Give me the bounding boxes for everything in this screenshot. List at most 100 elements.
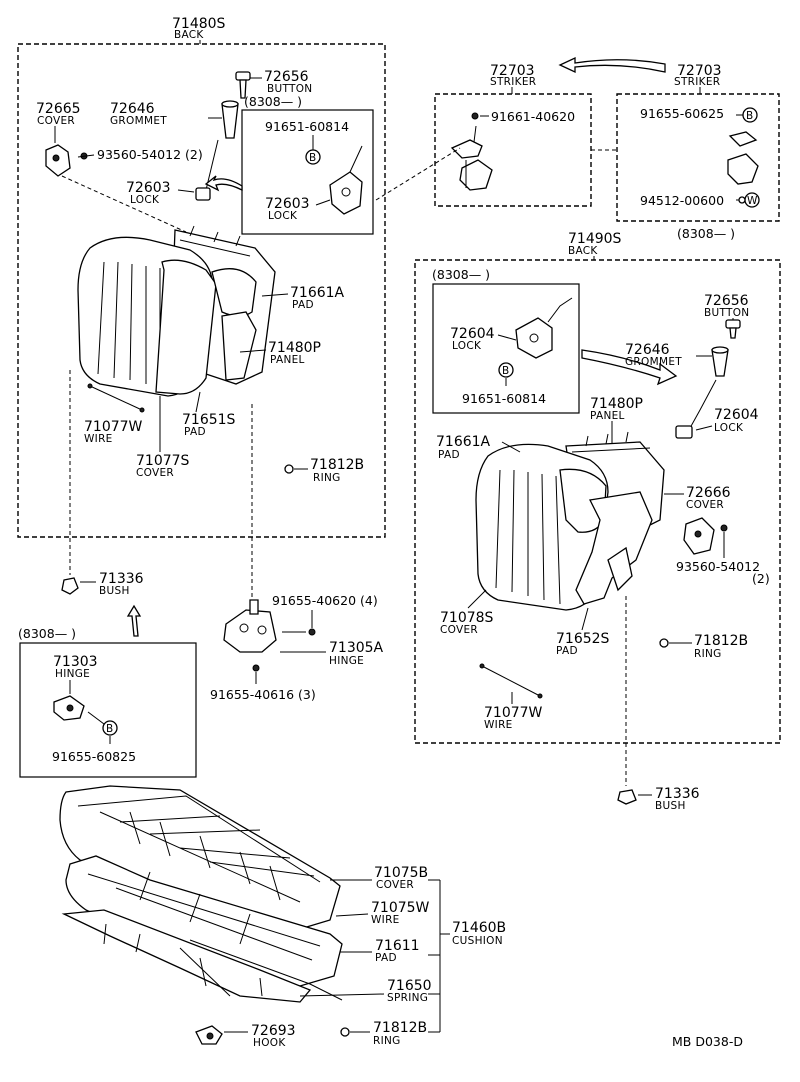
panel-left-name: PANEL	[270, 354, 305, 366]
pad-71661a-right-name: PAD	[438, 449, 460, 461]
screw-93560-left-label: 93560-54012 (2)	[97, 147, 203, 162]
back-right-name: BACK	[568, 245, 598, 257]
w-circle-label: W	[747, 195, 758, 207]
striker-box-right	[616, 93, 780, 222]
b-circle-right-lock-icon	[498, 362, 514, 378]
screw-93560-right-label: 93560-54012	[676, 559, 760, 574]
hinge-71305a-name: HINGE	[329, 655, 364, 667]
cover-72665-number: 72665	[36, 101, 81, 117]
b-circle-label: B	[746, 110, 754, 122]
hinge-serial-label: (8308— )	[18, 626, 76, 641]
cover-71075b-number: 71075B	[374, 865, 428, 881]
panel-right-number: 71480P	[590, 396, 643, 412]
lock-arrow-right	[581, 349, 678, 386]
striker1-name: STRIKER	[490, 76, 536, 88]
grommet-left-name: GROMMET	[110, 115, 167, 127]
bush-right-number: 71336	[655, 786, 700, 802]
b-circle-right-lock-label: B	[502, 365, 510, 377]
wire-71077w-left-name: WIRE	[84, 433, 113, 445]
b-circle-left-lock-label: B	[309, 152, 317, 164]
spring-71650-number: 71650	[387, 978, 432, 994]
grommet-right-name: GROMMET	[625, 356, 682, 368]
striker-right-part	[727, 131, 759, 204]
right-seatback	[475, 431, 665, 611]
bolt-91655-40616-label: 91655-40616 (3)	[210, 687, 316, 702]
hinge-71303-part	[53, 695, 85, 721]
button-left-part	[235, 71, 251, 99]
button-right-number: 72656	[704, 293, 749, 309]
grommet-left-part	[221, 100, 239, 139]
striker-arrow	[558, 56, 666, 74]
cover-71075b-name: COVER	[376, 879, 414, 891]
cover-72666-number: 72666	[686, 485, 731, 501]
bush-right-name: BUSH	[655, 800, 686, 812]
spring-71650-name: SPRING	[387, 992, 428, 1004]
striker2-number: 72703	[677, 63, 722, 79]
left-lock-box	[241, 109, 374, 235]
pad-71651s-number: 71651S	[182, 412, 236, 428]
lock-72603b-part	[329, 145, 363, 215]
bush-left-number: 71336	[99, 571, 144, 587]
bolt-91651-right-label: 91651-60814	[462, 391, 546, 406]
left-back-box	[17, 43, 386, 538]
pad-71611-name: PAD	[375, 952, 397, 964]
lock-arrow-left	[204, 175, 243, 192]
wire-71077w-right-name: WIRE	[484, 719, 513, 731]
lock-72603b-number: 72603	[265, 196, 310, 212]
lock-72604a-number: 72604	[450, 326, 495, 342]
right-lock-serial-label: (8308— )	[432, 267, 490, 282]
wire-71075w-number: 71075W	[371, 900, 430, 916]
screw-93560-part	[77, 152, 95, 160]
hook-72693-name: HOOK	[253, 1037, 286, 1049]
bush-left-part	[61, 577, 79, 595]
button-right-name: BUTTON	[704, 307, 749, 319]
hook-72693-number: 72693	[251, 1023, 296, 1039]
back-left-number: 71480S	[172, 16, 226, 32]
hinge-71303-name: HINGE	[55, 668, 90, 680]
ring-left-number: 71812B	[310, 457, 364, 473]
hinge-71305a-part	[223, 599, 316, 672]
bolt-91655-40620-label: 91655-40620 (4)	[272, 593, 378, 608]
left-seatback	[77, 225, 276, 397]
striker2-name: STRIKER	[674, 76, 720, 88]
button-left-number: 72656	[264, 69, 309, 85]
panel-right-name: PANEL	[590, 410, 625, 422]
pad-71661a-left-name: PAD	[292, 299, 314, 311]
pad-71651s-name: PAD	[184, 426, 206, 438]
bolt-91661-40620-label: 91661-40620	[491, 109, 575, 124]
wire-71077w-right-part	[479, 663, 543, 699]
ring-left-name: RING	[313, 472, 341, 484]
ring-right-name: RING	[694, 648, 722, 660]
back-left-name: BACK	[174, 29, 204, 41]
ring-right-part	[659, 638, 669, 648]
lock-72604b-part	[675, 379, 717, 439]
bush-right-part	[617, 789, 637, 805]
pad-71652s-number: 71652S	[556, 631, 610, 647]
panel-left-number: 71480P	[268, 340, 321, 356]
button-left-name: BUTTON	[267, 83, 312, 95]
lock-72603b-name: LOCK	[268, 210, 298, 222]
striker-left-part	[450, 112, 493, 191]
right-lock-box	[432, 283, 580, 414]
pad-71661a-right-number: 71661A	[436, 434, 491, 450]
left-lock-serial-label: (8308— )	[244, 94, 302, 109]
hinge-71303-number: 71303	[53, 654, 98, 670]
ring-bottom-name: RING	[373, 1035, 401, 1047]
bush-left-name: BUSH	[99, 585, 130, 597]
cover-72665-part	[45, 144, 71, 177]
wire-71077w-right-number: 71077W	[484, 705, 543, 721]
screw-93560-right-qty: (2)	[752, 571, 770, 586]
ring-left-part	[284, 464, 294, 474]
hinge-arrow	[126, 604, 142, 637]
hook-72693-part	[195, 1025, 223, 1045]
ring-right-number: 71812B	[694, 633, 748, 649]
wire-71075w-name: WIRE	[371, 914, 400, 926]
cover-72665-name: COVER	[37, 115, 75, 127]
b-circle-hinge-icon	[102, 720, 118, 736]
pad-71611-number: 71611	[375, 938, 420, 954]
cover-71078s-number: 71078S	[440, 610, 494, 626]
ring-bottom-part	[340, 1027, 350, 1037]
back-right-number: 71490S	[568, 231, 622, 247]
